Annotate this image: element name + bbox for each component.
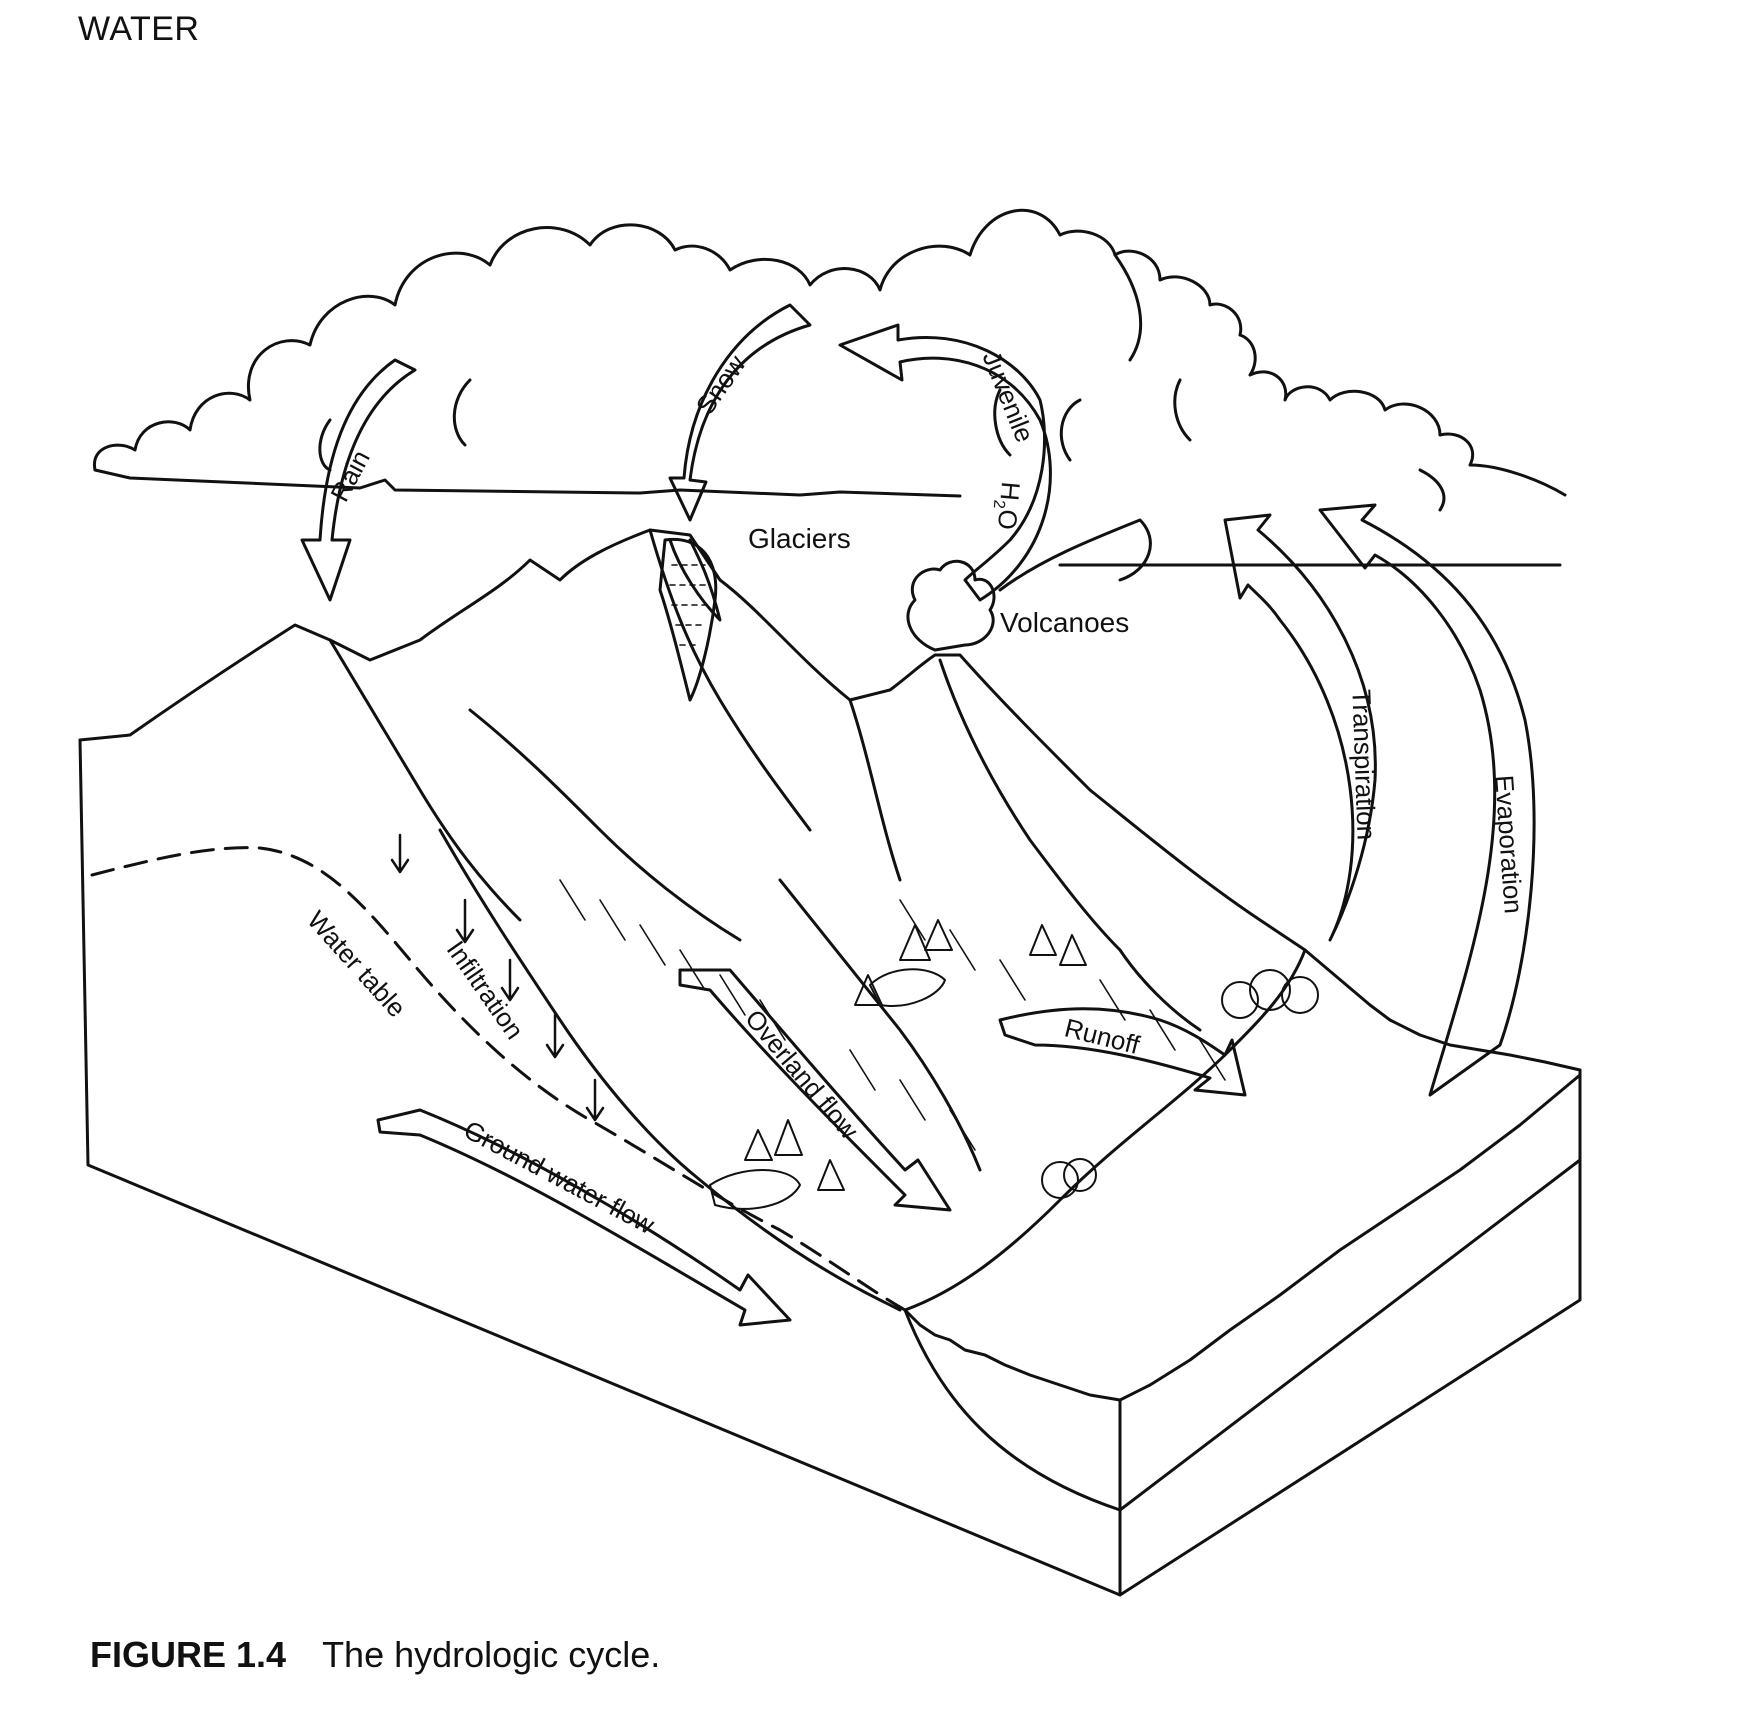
label-overland-flow: Overland flow	[739, 1004, 864, 1145]
ground-water-flow-arrow[interactable]	[376, 1108, 792, 1327]
volcano-plume	[906, 518, 1152, 652]
trees	[709, 919, 1319, 1210]
infiltration-arrows	[390, 833, 605, 1122]
label-ground-water-flow: Ground water flow	[459, 1114, 660, 1240]
transpiration-arrow[interactable]	[1223, 513, 1377, 942]
label-juvenile: Juvenile	[977, 347, 1041, 447]
figure-number: FIGURE 1.4	[90, 1634, 287, 1675]
clouds	[93, 208, 1567, 567]
ground-block	[78, 738, 1582, 1597]
snow-arrow[interactable]	[668, 303, 812, 522]
label-glaciers: Glaciers	[748, 523, 851, 554]
label-water-table: Water table	[301, 905, 412, 1023]
mountains	[78, 528, 1392, 1312]
runoff-arrow[interactable]	[998, 1007, 1247, 1097]
diagram-labels: Rain Snow Juvenile H2O Glaciers Volcanoe…	[301, 347, 1528, 1240]
rain-arrow[interactable]	[300, 358, 417, 602]
juvenile-h2o-arrow[interactable]	[838, 323, 1052, 602]
evaporation-arrow[interactable]	[1318, 503, 1536, 1097]
label-snow: Snow	[690, 349, 752, 420]
label-runoff: Runoff	[1062, 1013, 1144, 1061]
label-volcanoes: Volcanoes	[1000, 607, 1129, 638]
figure-caption: FIGURE 1.4 The hydrologic cycle.	[90, 1634, 660, 1676]
water-table-line	[90, 846, 907, 1312]
label-h2o: H2O	[988, 480, 1026, 531]
label-evaporation: Evaporation	[1489, 774, 1529, 915]
overland-flow-arrow[interactable]	[678, 968, 952, 1212]
running-head: WATER	[78, 10, 200, 48]
caption-text: The hydrologic cycle.	[322, 1634, 661, 1675]
label-transpiration: Transpiration	[1346, 689, 1381, 841]
